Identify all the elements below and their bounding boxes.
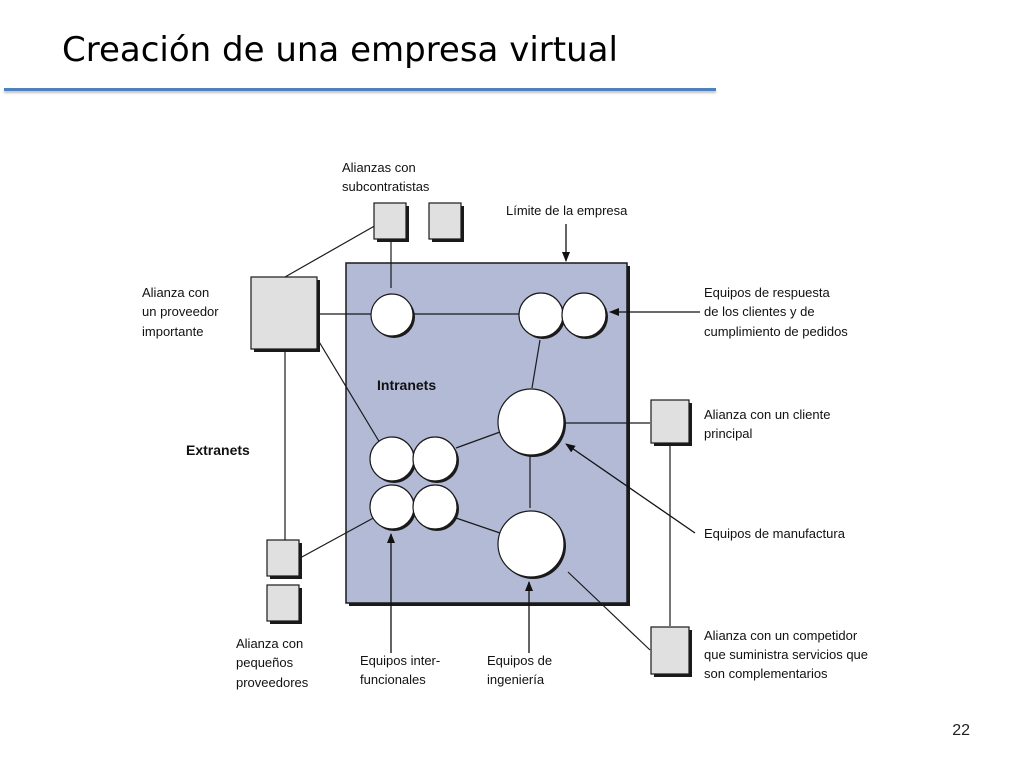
cross-functional-team-4 — [412, 484, 459, 531]
title-underline — [4, 88, 716, 91]
label-intranets: Intranets — [377, 377, 436, 393]
diagram-labels: Alianzas con subcontratistas Límite de l… — [142, 160, 872, 690]
label-cross-functional-teams: Equipos inter- funcionales — [360, 653, 444, 687]
small-supplier-node-2 — [266, 584, 302, 624]
small-supplier-node-1 — [266, 539, 302, 579]
slide-title: Creación de una empresa virtual — [62, 30, 618, 70]
partner-squares — [250, 202, 692, 677]
cross-functional-team-2 — [412, 436, 459, 483]
cross-functional-team-3 — [369, 484, 416, 531]
major-customer-node — [650, 399, 692, 446]
response-team-1 — [518, 292, 565, 339]
label-major-customer: Alianza con un cliente principal — [704, 407, 834, 441]
manufacturing-arrow — [565, 443, 696, 534]
team-circles — [369, 292, 608, 579]
cross-functional-team-1 — [369, 436, 416, 483]
engineering-team — [497, 510, 566, 579]
subcontractor-node-2 — [428, 202, 464, 242]
label-response-teams: Equipos de respuesta de los clientes y d… — [704, 285, 848, 339]
label-competitor: Alianza con un competidor que suministra… — [704, 628, 872, 681]
label-manufacturing-teams: Equipos de manufactura — [704, 526, 846, 541]
manufacturing-team — [497, 388, 566, 457]
label-extranets: Extranets — [186, 442, 250, 458]
label-major-supplier: Alianza con un proveedor importante — [142, 285, 222, 339]
subcontractor-node-1 — [373, 202, 409, 242]
label-engineering-teams: Equipos de ingeniería — [487, 653, 556, 687]
label-company-boundary: Límite de la empresa — [506, 203, 628, 218]
pointer-arrows — [387, 224, 700, 653]
response-team-2 — [561, 292, 608, 339]
major-supplier-node — [250, 276, 320, 352]
page-number: 22 — [952, 722, 970, 739]
label-small-suppliers: Alianza con pequeños proveedores — [236, 636, 309, 690]
competitor-node — [650, 626, 692, 677]
connector-lines — [284, 223, 671, 651]
label-subcontractors: Alianzas con subcontratistas — [342, 160, 430, 194]
subcontractor-link-team — [370, 293, 415, 338]
